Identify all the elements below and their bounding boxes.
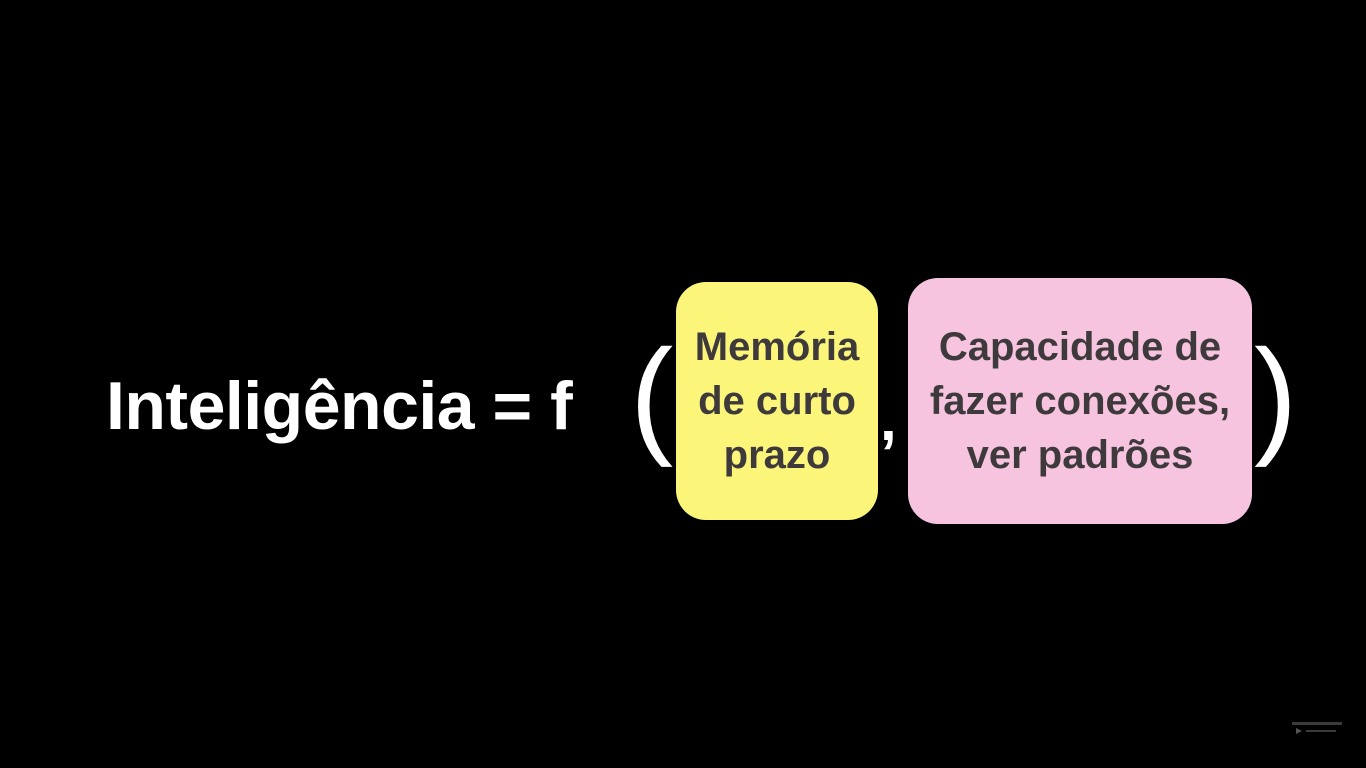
pattern-ability-box: Capacidade de fazer conexões, ver padrõe… [908,278,1252,524]
watermark-logo [1292,722,1342,734]
equation-lhs: Inteligência = f [106,368,573,444]
close-paren: ) [1254,322,1298,468]
short-term-memory-box: Memória de curto prazo [676,282,878,520]
comma: , [880,386,897,453]
term2-line: Capacidade de [938,325,1222,369]
term1-line: prazo [723,433,831,477]
term2-line: ver padrões [966,433,1194,477]
term1-line: Memória [694,325,860,369]
open-paren: ( [630,322,674,468]
term2-line: fazer conexões, [929,379,1231,423]
term1-line: de curto [698,379,856,423]
